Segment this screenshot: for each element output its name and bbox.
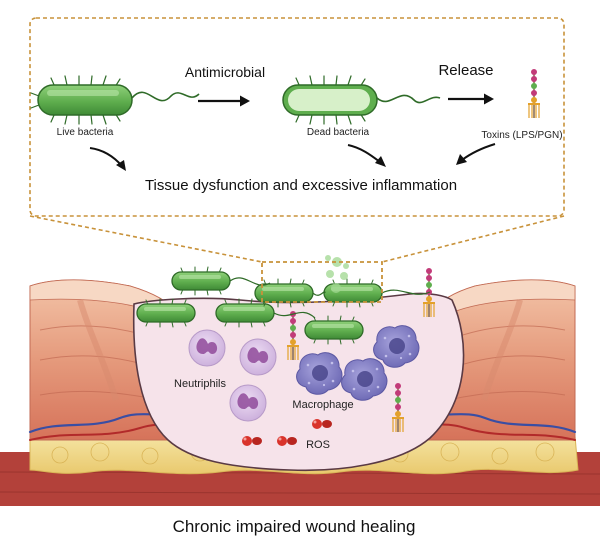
inset-panel: Live bacteria Antimicrobial Dead bacteri… bbox=[29, 17, 565, 217]
wound-illustration: Neutriphils Macrophage ROS bbox=[0, 255, 600, 551]
curved-arrow-icon bbox=[456, 143, 496, 165]
outcome-label: Tissue dysfunction and excessive inflamm… bbox=[145, 177, 457, 194]
toxin-burst-icon bbox=[325, 255, 349, 293]
toxin-icon bbox=[527, 68, 541, 119]
antimicrobial-label: Antimicrobial bbox=[185, 64, 265, 80]
live-bacteria-label: Live bacteria bbox=[57, 127, 114, 138]
arrow-right-icon bbox=[448, 93, 494, 105]
macrophage-label: Macrophage bbox=[292, 399, 353, 411]
live-bacterium-icon bbox=[30, 75, 200, 125]
neutrophil-cell-icon bbox=[229, 384, 267, 422]
curved-arrow-icon bbox=[89, 147, 126, 171]
arrow-right-icon bbox=[198, 95, 250, 107]
dead-bacterium-icon bbox=[282, 75, 441, 125]
bacterium-icon bbox=[171, 266, 231, 296]
figure-caption: Chronic impaired wound healing bbox=[173, 517, 416, 536]
zoom-connector-lines bbox=[29, 215, 565, 263]
curved-arrow-icon bbox=[347, 144, 386, 167]
inset-dashed-frame bbox=[29, 17, 565, 217]
neutrophils-label: Neutriphils bbox=[174, 378, 226, 390]
zoom-region-box bbox=[261, 261, 383, 303]
release-label: Release bbox=[438, 62, 493, 79]
toxins-label: Toxins (LPS/PGN) bbox=[481, 130, 562, 141]
ros-label: ROS bbox=[306, 439, 330, 451]
dead-bacteria-label: Dead bacteria bbox=[307, 127, 370, 138]
neutrophil-cell-icon bbox=[239, 338, 277, 376]
neutrophil-cell-icon bbox=[188, 329, 226, 367]
